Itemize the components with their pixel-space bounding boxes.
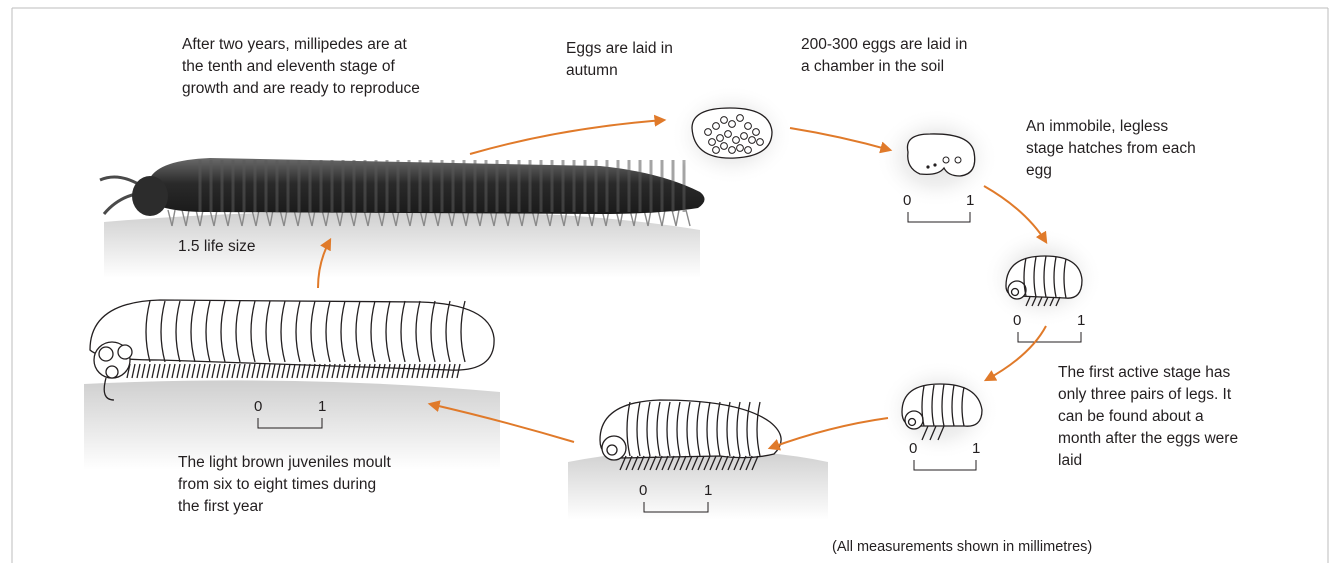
arrow-to-juvenile: [770, 418, 888, 448]
scale-bar-immobile: [908, 212, 970, 222]
caption-immobile-stage: An immobile, legless stage hatches from …: [1026, 116, 1206, 182]
juvenile-ground: [568, 450, 828, 520]
scale-juvenile-start: 0: [639, 482, 647, 499]
egg-cluster-illustration: [692, 108, 772, 158]
caption-adult-ready: After two years, millipedes are at the t…: [182, 34, 422, 100]
caption-footnote: (All measurements shown in millimetres): [832, 536, 1132, 558]
arrow-to-chamber: [790, 128, 890, 150]
scale-big-juvenile-end: 1: [318, 398, 326, 415]
scale-bar-larva2: [914, 460, 976, 470]
caption-egg-chamber: 200-300 eggs are laid in a chamber in th…: [801, 34, 971, 78]
scale-larva2-end: 1: [972, 440, 980, 457]
scale-immobile-end: 1: [966, 192, 974, 209]
caption-eggs-laid: Eggs are laid in autumn: [566, 38, 686, 82]
scale-juvenile-end: 1: [704, 482, 712, 499]
caption-juveniles-moult: The light brown juveniles moult from six…: [178, 452, 394, 518]
scale-bar-larva1: [1018, 332, 1081, 342]
scale-immobile-start: 0: [903, 192, 911, 209]
scale-larva1-start: 0: [1013, 312, 1021, 329]
arrow-to-first-active: [986, 326, 1046, 380]
scale-larva2-start: 0: [909, 440, 917, 457]
immobile-stage-illustration: [907, 134, 974, 176]
caption-life-size: 1.5 life size: [178, 236, 298, 258]
arrow-to-eggs: [470, 120, 664, 154]
caption-first-active: The first active stage has only three pa…: [1058, 362, 1240, 472]
scale-larva1-end: 1: [1077, 312, 1085, 329]
scale-big-juvenile-start: 0: [254, 398, 262, 415]
